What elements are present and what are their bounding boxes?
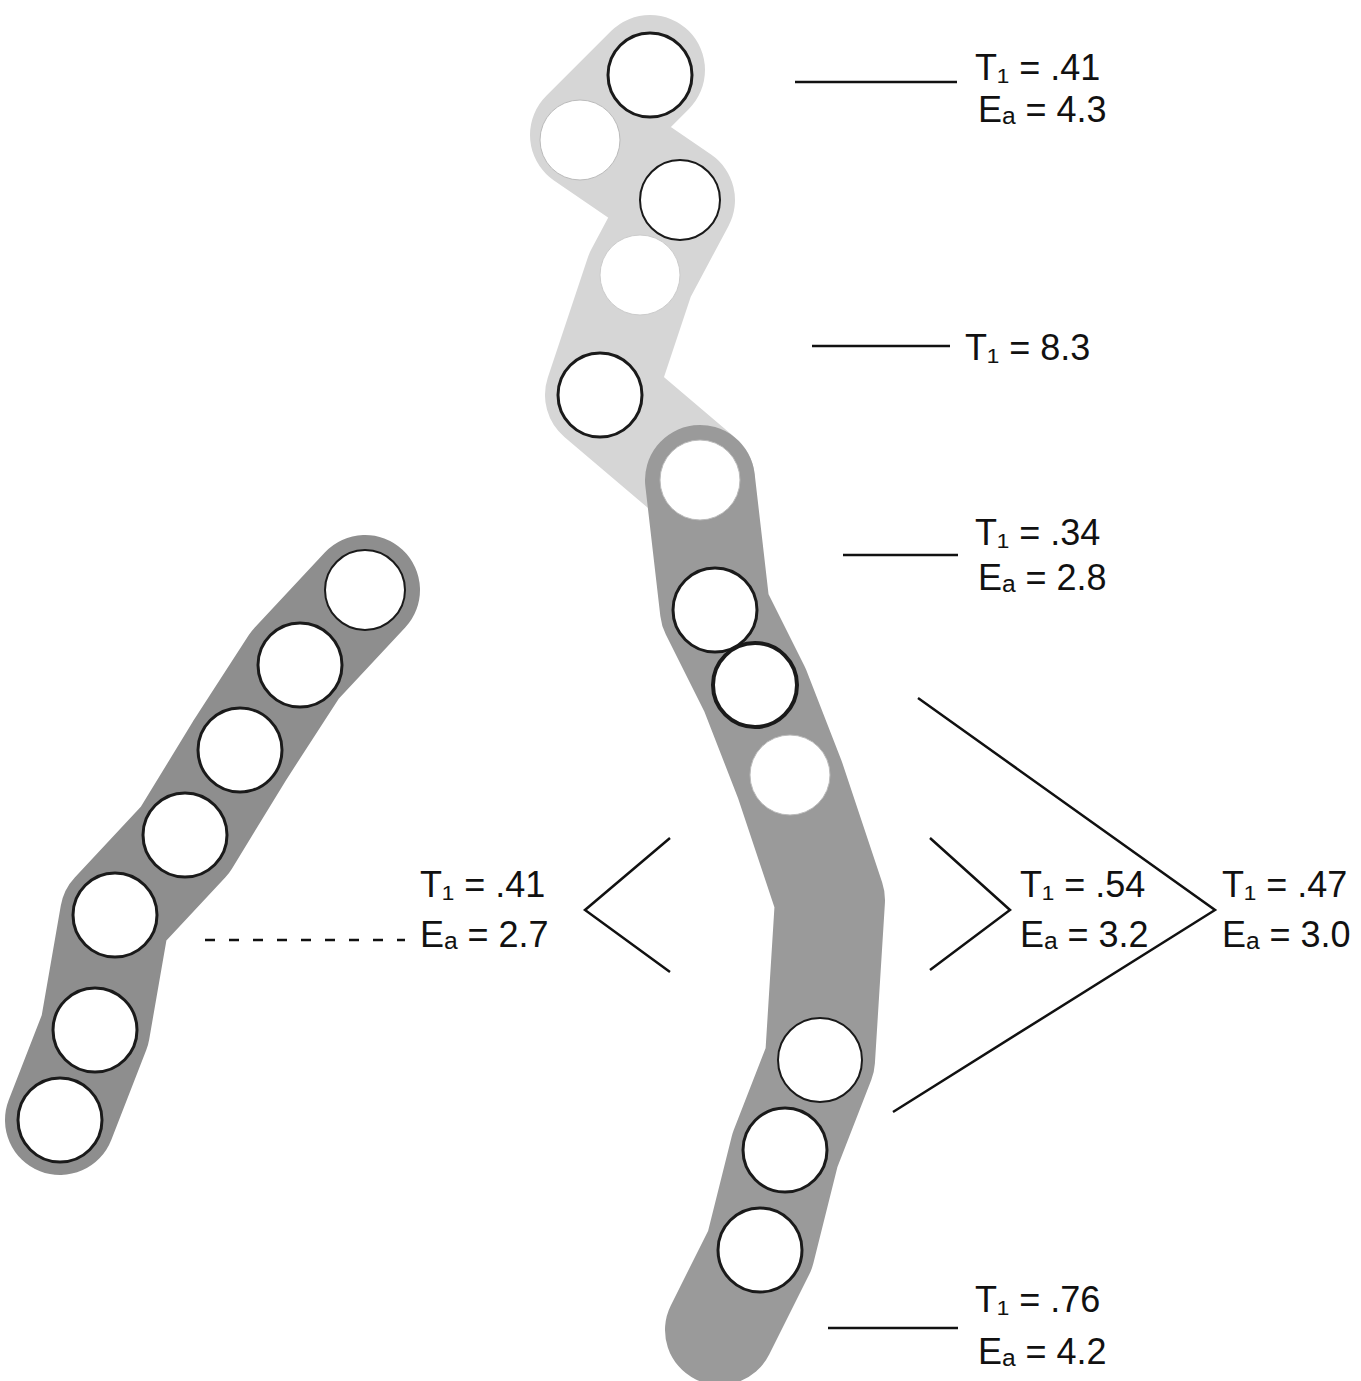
- leader-lines: [205, 82, 1215, 1328]
- relaxation-label: T₁ = 8.3: [965, 328, 1090, 368]
- relaxation-label: T₁ = .41: [420, 865, 545, 905]
- relaxation-label: T₁ = .34: [975, 513, 1100, 553]
- relaxation-label: Eₐ = 4.3: [978, 90, 1106, 130]
- relaxation-label: Eₐ = 3.0: [1222, 915, 1350, 955]
- relaxation-label: T₁ = .47: [1222, 865, 1347, 905]
- relaxation-label: Eₐ = 2.8: [978, 558, 1106, 598]
- relaxation-label: T₁ = .54: [1020, 865, 1145, 905]
- relaxation-label: T₁ = .76: [975, 1280, 1100, 1320]
- relaxation-label: T₁ = .41: [975, 48, 1100, 88]
- relaxation-label: Eₐ = 3.2: [1020, 915, 1148, 955]
- relaxation-label: Eₐ = 4.2: [978, 1332, 1106, 1372]
- relaxation-label: Eₐ = 2.7: [420, 915, 548, 955]
